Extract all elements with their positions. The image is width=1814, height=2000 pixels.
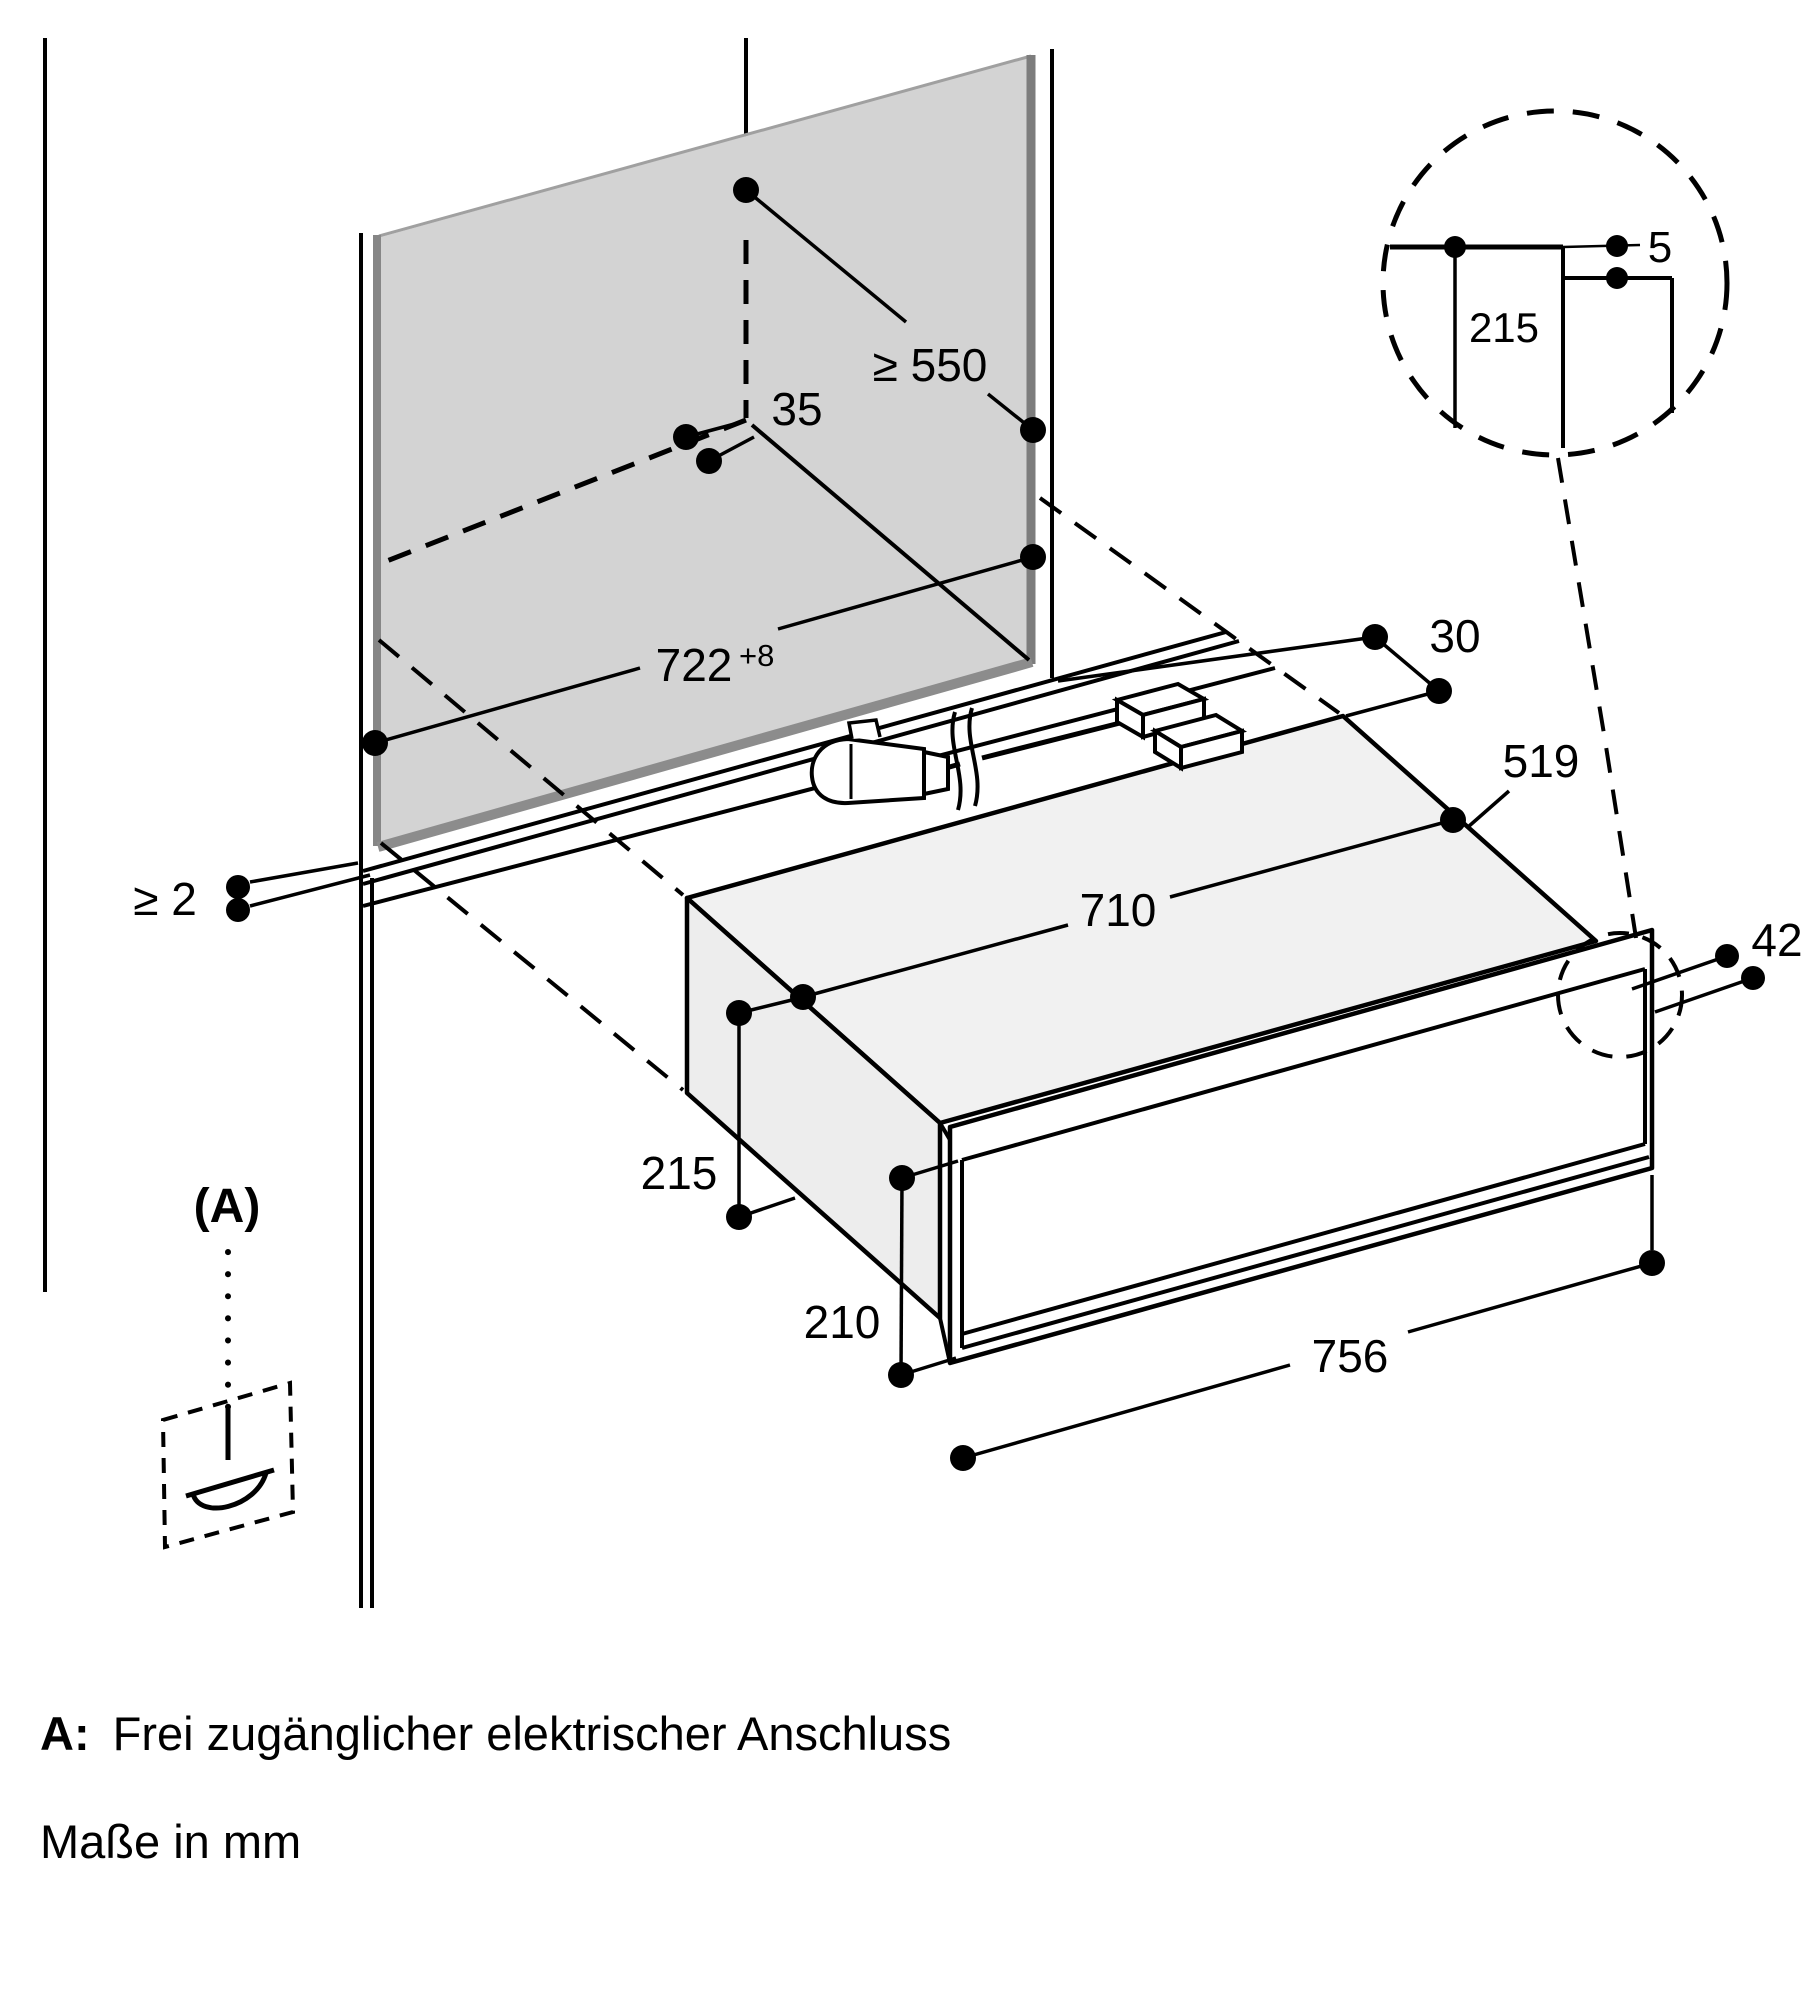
dim-line-niche-width-a — [374, 666, 641, 745]
dim-label-front-width: 756 — [1312, 1330, 1389, 1382]
dimension-point — [726, 1204, 752, 1230]
dimension-point — [888, 1362, 914, 1388]
dim-label-wall-offset: 35 — [771, 383, 822, 435]
dimension-point — [1426, 678, 1452, 704]
detail-point — [1606, 235, 1628, 257]
dim-line-front-width-a — [962, 1363, 1291, 1460]
dimension-graphics — [226, 177, 1765, 1471]
frame-inner-bottom-edge-1 — [961, 1142, 1646, 1336]
dim-label-appliance-height: 215 — [641, 1147, 718, 1199]
cable-connector-icon — [1111, 681, 1248, 772]
cable-line-right — [981, 720, 1121, 761]
footnote-units: Maße in mm — [40, 1815, 301, 1868]
dim-label-detail-height: 215 — [1469, 304, 1539, 351]
dimension-point — [1440, 807, 1466, 833]
appliance-box — [684, 713, 1599, 1364]
dimension-point — [1741, 966, 1765, 990]
frame-inner-top-edge — [961, 967, 1646, 1162]
dim-line-rear-gap — [1373, 635, 1441, 693]
dimension-point — [673, 424, 699, 450]
dim-label-detail-gap: 5 — [1648, 223, 1672, 272]
dim-ext-rear-gap-b — [1345, 689, 1440, 718]
detail-circle — [1380, 108, 1730, 458]
frame-outer-face — [947, 927, 1655, 1366]
dim-leader-side-gap-a — [249, 861, 359, 884]
hidden-corner-diagonal — [373, 417, 747, 569]
detail-callout — [1380, 108, 1730, 1059]
footnote-prefix: A: — [40, 1707, 90, 1760]
dimension-point — [1639, 1250, 1665, 1276]
connection-callout: (A) — [160, 1180, 296, 1550]
dim-label-front-height: 210 — [804, 1296, 881, 1348]
panel-bottom-edge — [376, 657, 1034, 852]
cable-break-mark-1 — [950, 711, 963, 811]
counter-front-edge-1 — [362, 630, 1227, 873]
dimension-point — [226, 898, 250, 922]
dimension-labels: ≥ 550 35 722 +8 30 519 710 42 215 210 75… — [133, 223, 1802, 1382]
footnotes: A: Frei zugänglicher elektrischer Anschl… — [40, 1707, 951, 1868]
dim-label-appliance-width: 710 — [1080, 884, 1157, 936]
dimension-point — [226, 875, 250, 899]
dim-line-front-height — [899, 1177, 904, 1376]
dimension-point — [889, 1165, 915, 1191]
dimension-point — [1020, 544, 1046, 570]
dim-ext-rear-gap-a — [1057, 635, 1376, 683]
dim-label-niche-width: 722 — [656, 639, 733, 691]
dim-line-front-width-b — [1407, 1261, 1653, 1334]
projection-dash-right — [1038, 496, 1341, 715]
dim-leader-appliance-depth — [1466, 789, 1511, 829]
dim-line-appliance-width-a — [802, 923, 1069, 999]
power-plug-icon — [809, 736, 926, 806]
dimension-point — [362, 730, 388, 756]
plug-collar — [922, 749, 950, 797]
dim-leader-side-gap-b — [249, 873, 371, 908]
wall-lines — [43, 38, 748, 1608]
connection-label: (A) — [194, 1180, 261, 1233]
projection-dash-upper-left — [377, 638, 685, 897]
connection-dashed-box — [160, 1380, 296, 1550]
dim-line-niche-depth-a — [744, 188, 908, 324]
electrical-socket-icon — [185, 1408, 275, 1511]
dim-label-appliance-depth: 519 — [1503, 735, 1580, 787]
dim-label-side-gap: ≥ 2 — [133, 873, 197, 925]
dimension-point — [733, 177, 759, 203]
drawer-front-frame — [947, 927, 1655, 1366]
dim-label-niche-depth: ≥ 550 — [873, 339, 988, 391]
detail-leader-dashed — [1556, 457, 1638, 939]
detail-target-circle — [1556, 931, 1684, 1059]
dim-label-overhang: 42 — [1751, 914, 1802, 966]
dimension-point — [726, 1000, 752, 1026]
dimension-point — [790, 984, 816, 1010]
dimension-point — [696, 448, 722, 474]
dimension-point — [1362, 624, 1388, 650]
plug-top-nub — [846, 718, 882, 740]
cable-break-mark-2 — [967, 707, 980, 807]
detail-thin-line — [1562, 243, 1641, 249]
dim-label-niche-width-tolerance: +8 — [739, 638, 774, 673]
projection-dash-lower-left — [379, 841, 685, 1092]
footnote-connection: A: Frei zugänglicher elektrischer Anschl… — [40, 1707, 951, 1760]
dim-line-niche-width-b — [777, 555, 1034, 631]
dim-label-rear-gap: 30 — [1429, 610, 1480, 662]
footnote-text: Frei zugänglicher elektrischer Anschluss — [113, 1707, 952, 1760]
dim-leader-overhang-b — [1654, 976, 1754, 1014]
mains-cable — [809, 681, 1248, 811]
panel-top-edge — [378, 54, 1032, 238]
detail-point — [1606, 267, 1628, 289]
dimension-point — [950, 1445, 976, 1471]
dim-line-appliance-width-b — [1169, 818, 1454, 899]
detail-point — [1444, 236, 1466, 258]
niche-floor-back-edge — [750, 423, 1031, 662]
dimension-point — [1715, 944, 1739, 968]
dim-leader-overhang-a — [1631, 954, 1728, 991]
dimension-point — [1020, 417, 1046, 443]
projection-lines — [377, 496, 1341, 1092]
frame-inner-bottom-edge-2 — [961, 1155, 1650, 1350]
counter-front-edge-2 — [362, 639, 1240, 886]
